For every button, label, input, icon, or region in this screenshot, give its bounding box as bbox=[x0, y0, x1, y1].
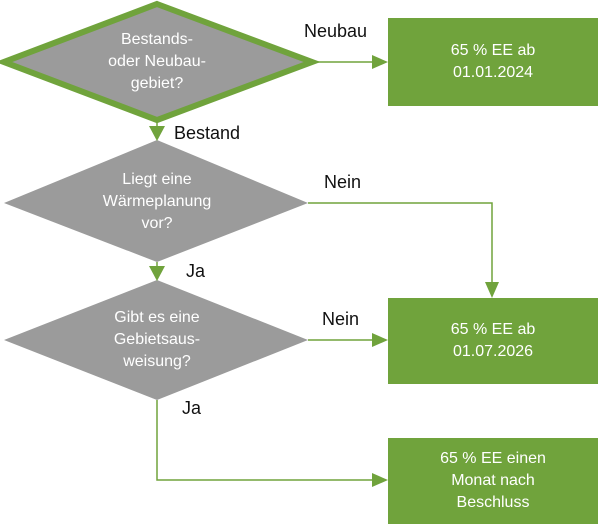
decision-text-3: Gibt es eine Gebietsaus- weisung? bbox=[113, 309, 201, 370]
decision-text-2: Liegt eine Wärmeplanung vor? bbox=[102, 171, 212, 232]
outcome-box-3: 65 % EE einen Monat nach Beschluss bbox=[388, 438, 598, 524]
outcome-box-2: 65 % EE ab 01.07.2026 bbox=[388, 298, 598, 384]
label-nein-2: Nein bbox=[322, 309, 360, 329]
label-ja-2: Ja bbox=[182, 398, 202, 418]
label-bestand: Bestand bbox=[174, 123, 241, 143]
label-neubau: Neubau bbox=[304, 21, 368, 41]
label-ja-1: Ja bbox=[186, 261, 206, 281]
decision-diamond-2 bbox=[4, 140, 308, 262]
decision-diamond-1 bbox=[0, 0, 321, 124]
label-nein-1: Nein bbox=[324, 172, 362, 192]
connector-ja-1 bbox=[149, 262, 165, 281]
connector-nein-2 bbox=[308, 333, 388, 347]
connector-neubau bbox=[312, 55, 388, 69]
decision-diamond-3 bbox=[4, 280, 308, 400]
connector-bestand bbox=[149, 122, 165, 141]
connector-ja-2 bbox=[156, 400, 388, 487]
outcome-box-1: 65 % EE ab 01.01.2024 bbox=[388, 18, 598, 106]
connector-nein-1 bbox=[308, 202, 499, 298]
decision-text-1: Bestands- oder Neubau- gebiet? bbox=[108, 31, 206, 92]
